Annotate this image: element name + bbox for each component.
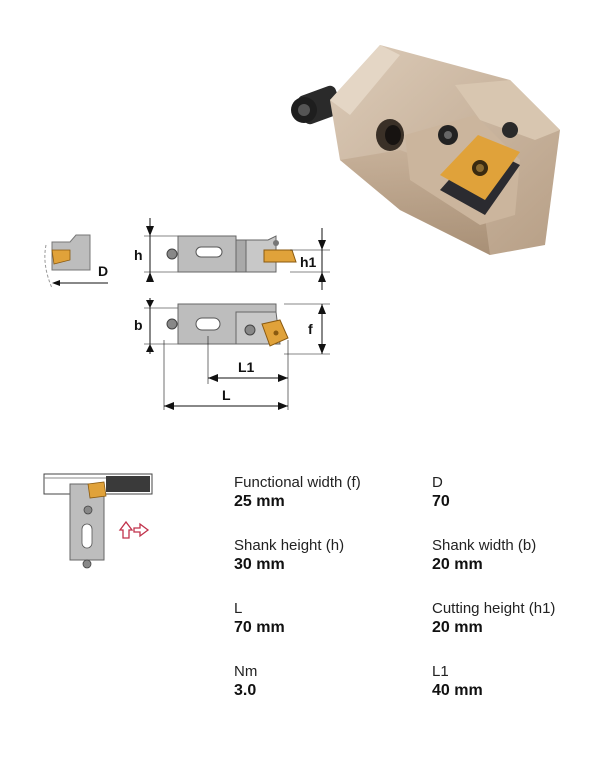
- spec-D: D 70: [432, 474, 450, 512]
- spec-shank-height: Shank height (h) 30 mm: [234, 537, 344, 575]
- dim-label-f: f: [308, 321, 313, 337]
- spec-value: 40 mm: [432, 682, 483, 699]
- spec-value: 20 mm: [432, 556, 483, 573]
- side-view-diagram: D: [44, 234, 108, 289]
- product-photo: [291, 45, 560, 255]
- spec-label: Functional width (f): [234, 474, 361, 491]
- insert: [440, 135, 520, 215]
- spec-Nm: Nm 3.0: [234, 663, 257, 701]
- clamp-bolt: [291, 85, 343, 125]
- spec-L: L 70 mm: [234, 600, 285, 638]
- dim-label-L: L: [222, 387, 231, 403]
- dim-label-L1: L1: [238, 359, 255, 375]
- spec-label: L: [234, 600, 243, 617]
- spec-value: 20 mm: [432, 619, 483, 636]
- spec-value: 70: [432, 493, 450, 510]
- spec-label: D: [432, 474, 443, 491]
- spec-functional-width: Functional width (f) 25 mm: [234, 474, 361, 512]
- spec-label: L1: [432, 663, 449, 680]
- front-view-diagram: h h1: [134, 218, 330, 290]
- dim-label-h: h: [134, 247, 143, 263]
- spec-value: 30 mm: [234, 556, 285, 573]
- spec-label: Nm: [234, 663, 258, 680]
- spec-cutting-height: Cutting height (h1) 20 mm: [432, 600, 555, 638]
- dim-label-b: b: [134, 317, 143, 333]
- feed-direction-arrows-icon: [118, 520, 150, 539]
- spec-label: Shank width (b): [432, 537, 537, 554]
- spec-value: 3.0: [234, 682, 257, 699]
- spec-shank-width: Shank width (b) 20 mm: [432, 537, 536, 575]
- dim-label-D: D: [98, 263, 108, 279]
- spec-L1: L1 40 mm: [432, 663, 483, 701]
- application-diagram: [43, 473, 153, 569]
- top-view-diagram: b f L1 L: [134, 298, 330, 410]
- dim-label-h1: h1: [300, 254, 317, 270]
- spec-label: Shank height (h): [234, 537, 345, 554]
- spec-label: Cutting height (h1): [432, 600, 556, 617]
- spec-value: 25 mm: [234, 493, 285, 510]
- spec-value: 70 mm: [234, 619, 285, 636]
